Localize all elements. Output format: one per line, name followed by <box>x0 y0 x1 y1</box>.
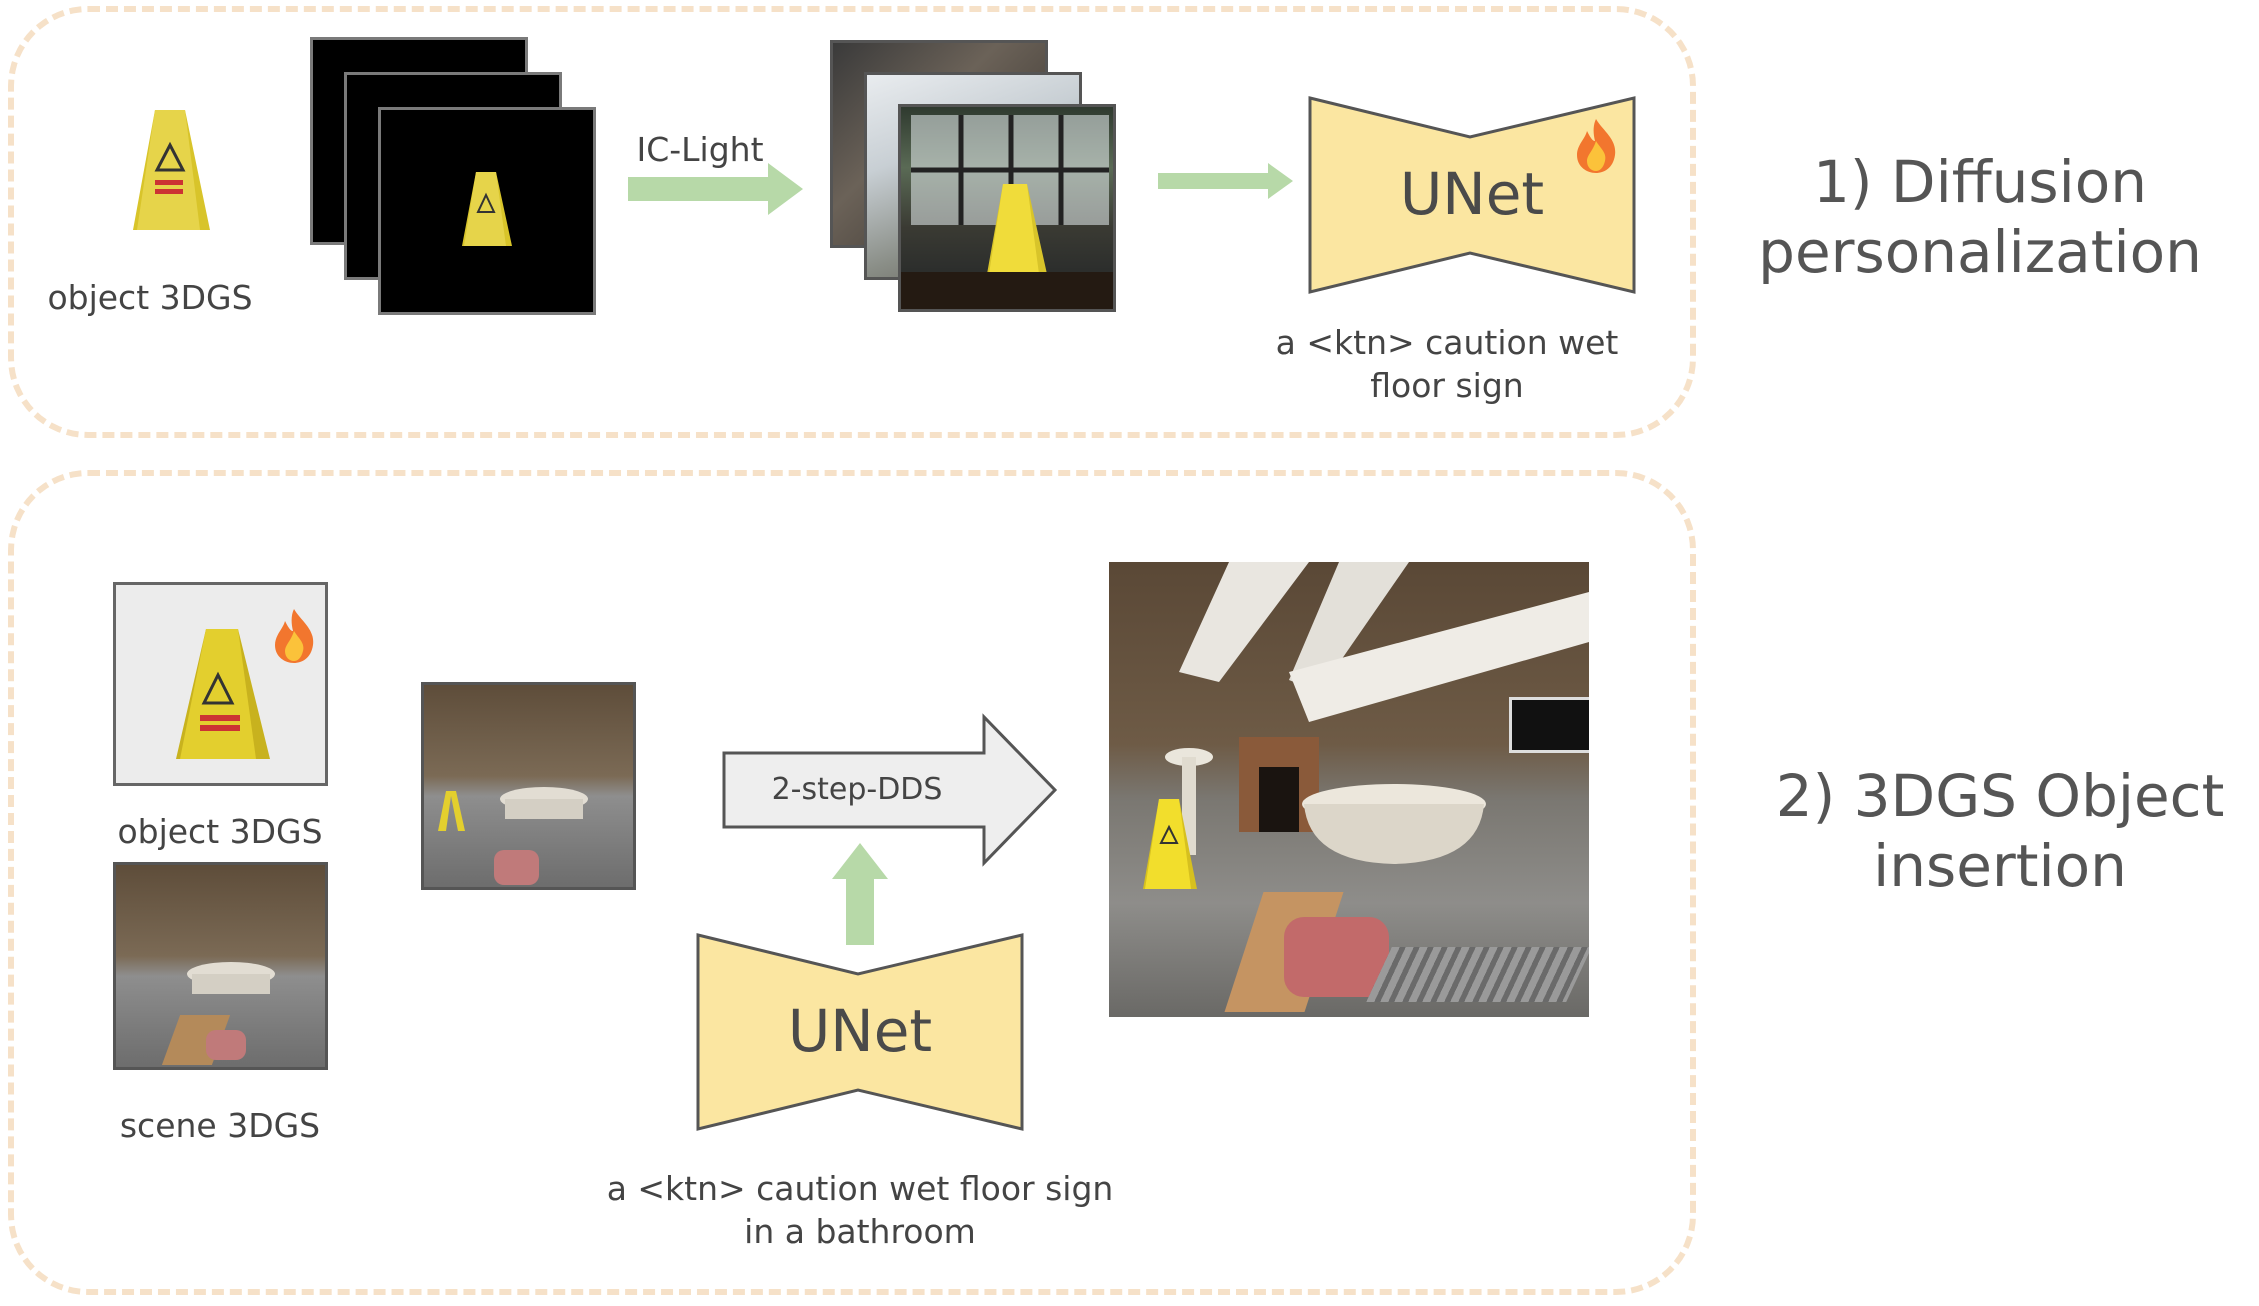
output-towel <box>1284 917 1389 997</box>
stage1-prompt-line2: floor sign <box>1370 366 1524 405</box>
output-fireplace-opening <box>1259 767 1299 832</box>
stage2-prompt-line1: a <ktn> caution wet floor sign <box>606 1169 1114 1208</box>
stage2-title-line1: 2) 3DGS Object <box>1775 762 2225 830</box>
stage2-panel <box>8 470 1696 1295</box>
stage2-prompt-line2: in a bathroom <box>744 1212 976 1251</box>
stage1-title-line1: 1) Diffusion <box>1812 148 2148 216</box>
render-sign-icon <box>462 172 512 246</box>
stage2-scene-tile <box>113 862 328 1070</box>
dds-arrow <box>722 713 1058 867</box>
stage1-prompt-line1: a <ktn> caution wet <box>1275 323 1619 362</box>
stage1-fire-icon <box>1577 119 1616 173</box>
thumb-bathtub-icon <box>500 787 588 819</box>
stage2-fire-icon <box>275 609 314 663</box>
output-sign-icon <box>1143 799 1197 889</box>
output-bathtub-icon <box>1302 784 1486 864</box>
photos-to-unet-arrow <box>1158 163 1293 199</box>
stage1-unet <box>1308 96 1636 294</box>
relit-photo-front <box>898 104 1116 312</box>
stage2-scene-label: scene 3DGS <box>119 1106 321 1145</box>
stage2-render-thumb <box>421 682 636 890</box>
output-beams <box>1179 562 1589 722</box>
stage1-unet-label: UNet <box>1399 160 1545 228</box>
stage2-unet-label: UNet <box>787 997 933 1065</box>
stage2-object-sign-icon <box>176 629 270 759</box>
relit-sign-icon <box>987 184 1047 274</box>
ic-light-arrow <box>628 163 803 215</box>
stage1-panel <box>8 6 1696 438</box>
stage1-object-label: object 3DGS <box>47 278 253 317</box>
output-sink-icon <box>1165 748 1213 855</box>
output-tv <box>1509 697 1589 753</box>
thumb-towel <box>494 850 539 885</box>
stage1-title-line2: personalization <box>1758 218 2202 286</box>
scene-bathtub-icon <box>187 962 275 994</box>
scene-towel <box>206 1030 246 1060</box>
stage2-object-tile <box>113 582 328 786</box>
dds-label: 2-step-DDS <box>771 772 943 807</box>
relit-floor <box>901 272 1113 309</box>
output-drain-mat <box>1366 947 1589 1002</box>
stage2-unet <box>696 933 1024 1131</box>
stage2-title-line2: insertion <box>1873 832 2127 900</box>
unet-to-dds-arrow <box>832 843 888 945</box>
render-frame-front <box>378 107 596 315</box>
object-3dgs-sign-icon <box>133 110 210 230</box>
thumb-sign-icon <box>438 791 465 831</box>
stage2-output-scene <box>1109 562 1589 1017</box>
stage2-object-label: object 3DGS <box>117 812 323 851</box>
ic-light-label: IC-Light <box>636 130 764 169</box>
